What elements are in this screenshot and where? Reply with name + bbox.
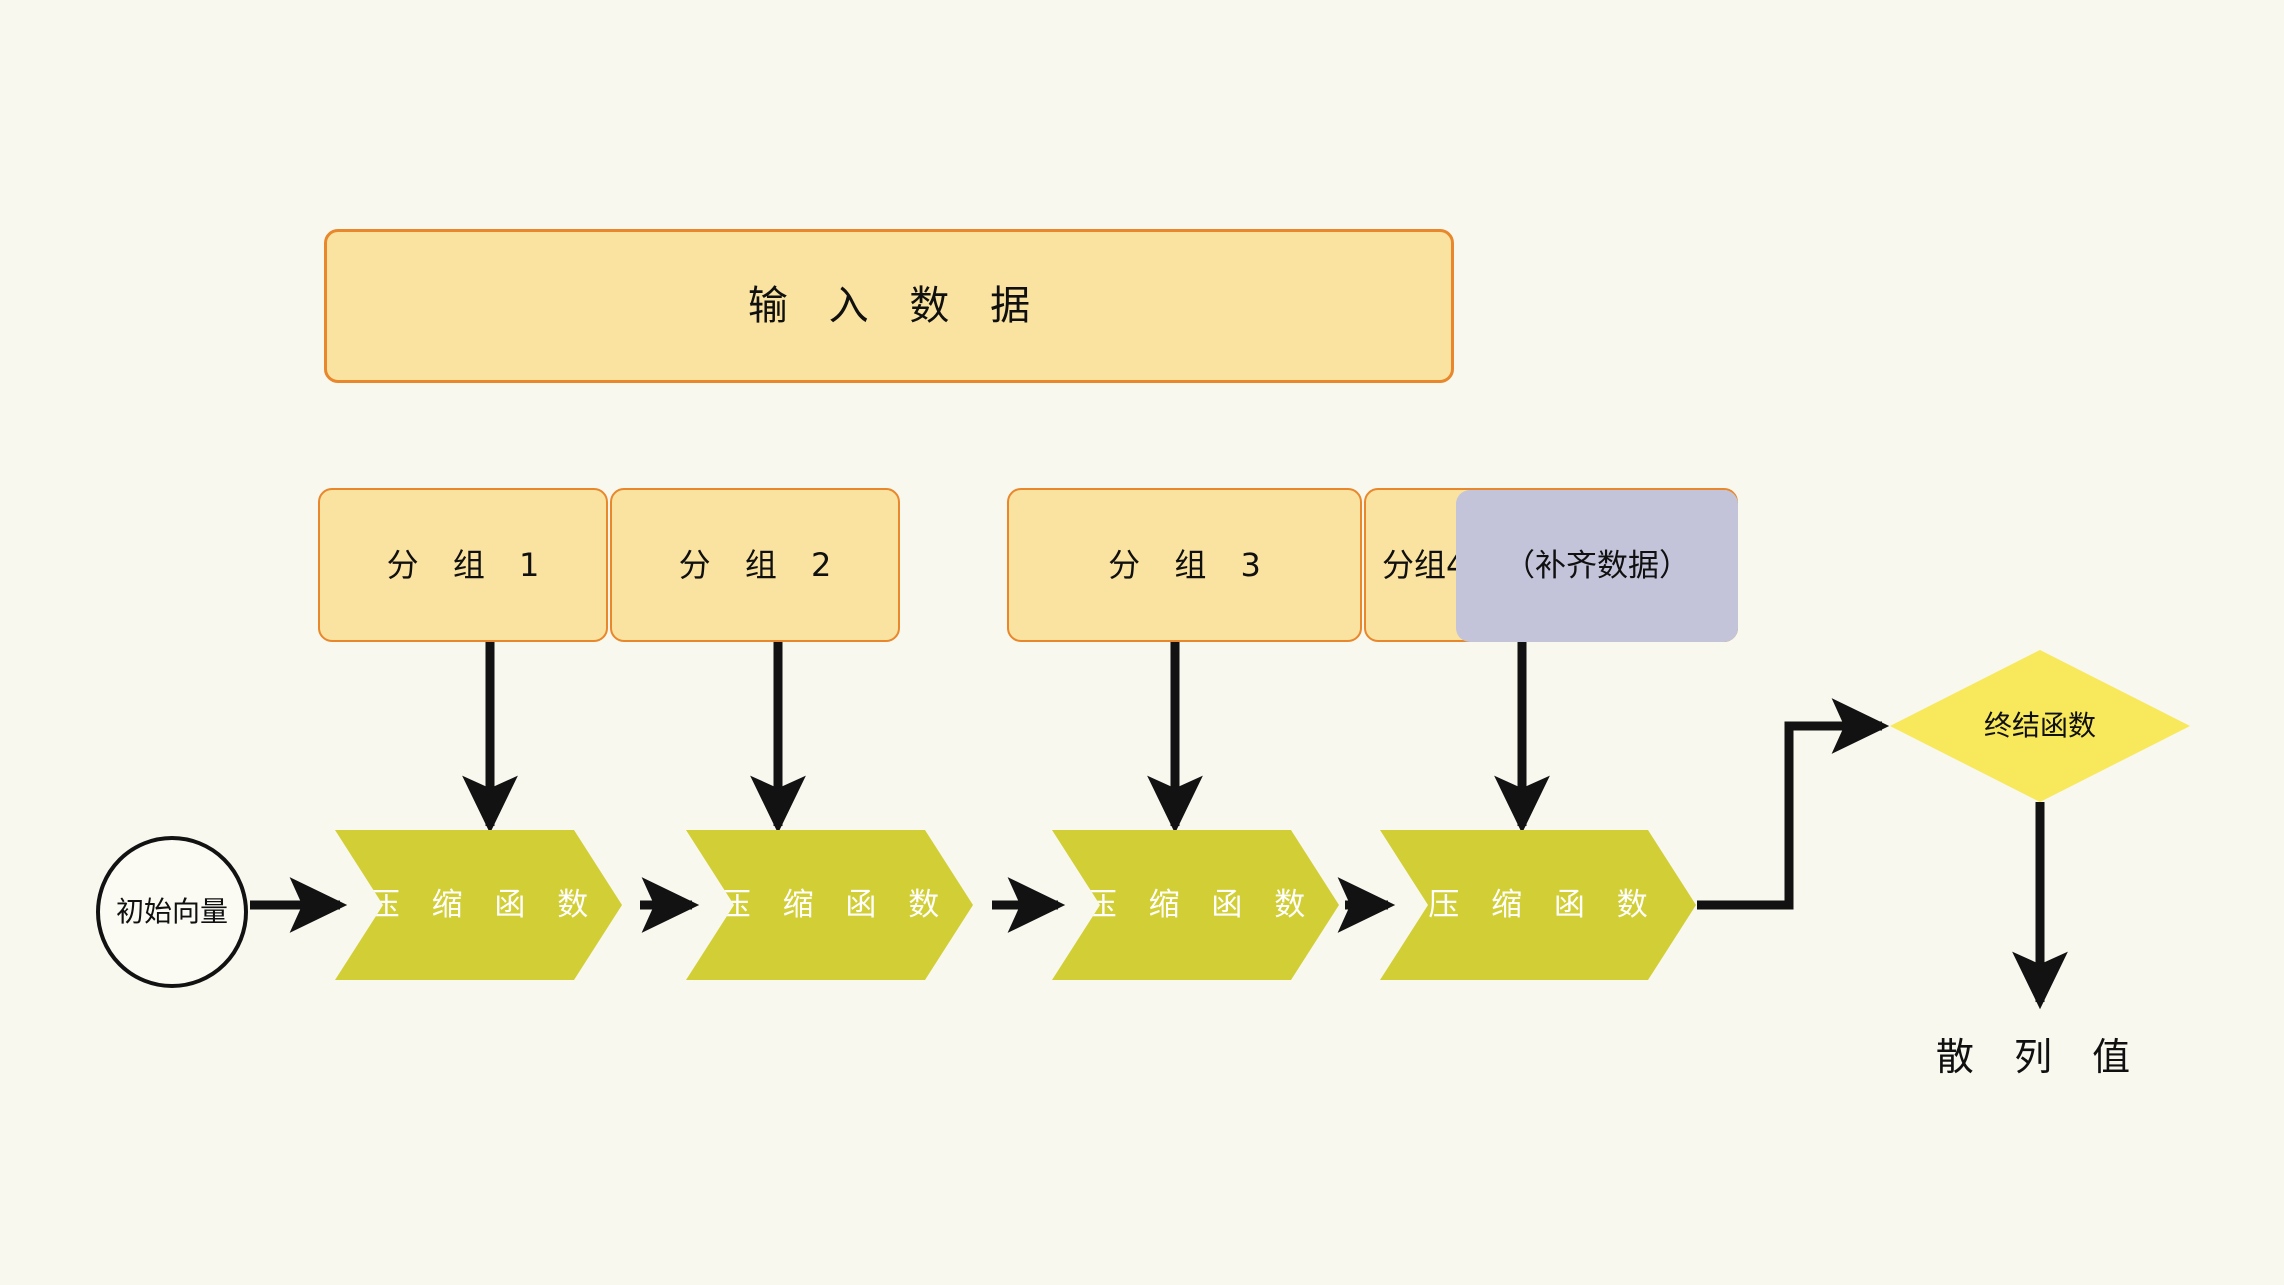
- message-group-4-label: 分组4: [1382, 546, 1467, 584]
- message-group-3-label: 分 组 3: [1108, 546, 1273, 584]
- message-group-1-label: 分 组 1: [386, 546, 552, 584]
- initial-vector-label: 初始向量: [115, 895, 228, 928]
- message-group-3: 分 组 3: [1007, 488, 1362, 642]
- hash-value-label: 散 列 值: [1935, 1035, 2145, 1079]
- message-group-2: 分 组 2: [610, 488, 900, 642]
- initial-vector-node: 初始向量: [96, 836, 248, 988]
- compression-function-4-label: 压 缩 函 数: [1428, 886, 1659, 923]
- compression-function-2-label: 压 缩 函 数: [719, 886, 951, 923]
- input-data-block: 输 入 数 据: [324, 229, 1454, 383]
- message-group-1: 分 组 1: [318, 488, 608, 642]
- message-group-2-label: 分 组 2: [678, 546, 844, 584]
- arrow-compress4-to-finalization: [1697, 698, 1890, 910]
- input-data-label: 输 入 数 据: [747, 283, 1045, 329]
- padding-data-block: （补齐数据）: [1456, 490, 1738, 642]
- compression-function-3-label: 压 缩 函 数: [1085, 886, 1317, 923]
- compression-function-1-label: 压 缩 函 数: [368, 886, 600, 923]
- compression-function-4: 压 缩 函 数: [1380, 830, 1696, 980]
- finalization-function-node: 终结函数: [1890, 650, 2190, 802]
- hash-value-output: 散 列 值: [1890, 1038, 2190, 1076]
- compression-function-2: 压 缩 函 数: [686, 830, 973, 980]
- compression-function-1: 压 缩 函 数: [335, 830, 622, 980]
- compression-function-3: 压 缩 函 数: [1052, 830, 1339, 980]
- padding-data-label: （补齐数据）: [1504, 547, 1690, 584]
- finalization-function-label: 终结函数: [1983, 709, 2096, 742]
